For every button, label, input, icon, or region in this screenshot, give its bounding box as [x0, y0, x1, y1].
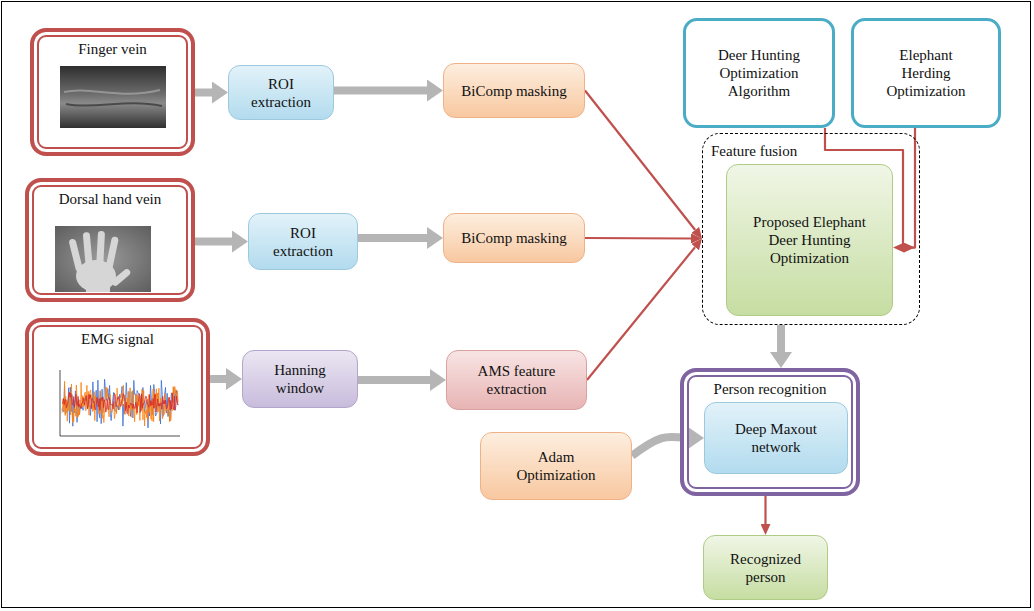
box-label: Deer Hunting Optimization Algorithm — [708, 46, 810, 100]
flow-arrow — [334, 87, 427, 95]
emg-signal-plot — [52, 366, 184, 444]
group-box: Feature fusionProposed Elephant Deer Hun… — [702, 133, 920, 325]
group-heading: Dorsal hand vein — [55, 190, 165, 208]
process-box: AMS feature extraction — [446, 350, 587, 410]
algorithm-box: Elephant Herding Optimization — [851, 18, 1001, 128]
fusion-arrow — [764, 496, 766, 524]
group-heading: Feature fusion — [711, 142, 797, 160]
box-label: ROI extraction — [267, 224, 339, 260]
input-box: EMG signal — [25, 318, 210, 456]
box-label: Hanning window — [261, 361, 339, 397]
fusion-arrow — [904, 128, 915, 248]
process-box: Deep Maxout network — [704, 402, 848, 474]
box-label: Recognized person — [718, 550, 813, 586]
emg-trace — [62, 392, 178, 414]
flow-arrow — [195, 238, 232, 246]
process-box: BiComp masking — [443, 63, 585, 118]
box-label: Elephant Herding Optimization — [876, 46, 976, 100]
output-box: Recognized person — [703, 535, 828, 600]
process-box: BiComp masking — [443, 213, 585, 263]
algorithm-box: Deer Hunting Optimization Algorithm — [683, 18, 835, 128]
process-box: Adam Optimization — [480, 432, 632, 500]
process-box: ROI extraction — [228, 65, 334, 120]
fusion-arrow — [585, 91, 695, 231]
box-label: ROI extraction — [247, 75, 315, 111]
process-box: Proposed Elephant Deer Hunting Optimizat… — [726, 164, 893, 316]
fusion-arrow — [585, 237, 691, 240]
flow-arrow — [358, 234, 427, 242]
flow-arrow — [195, 89, 212, 97]
fusion-arrow — [587, 247, 695, 380]
input-box: Dorsal hand vein — [25, 178, 195, 302]
emg-trace — [62, 379, 178, 428]
group-heading: EMG signal — [43, 330, 193, 348]
process-box: Hanning window — [242, 350, 358, 408]
input-box: Finger vein — [30, 28, 195, 156]
group-heading: Finger vein — [43, 40, 183, 58]
box-label: BiComp masking — [461, 229, 566, 247]
box-label: Adam Optimization — [511, 448, 601, 484]
box-label: BiComp masking — [461, 82, 566, 100]
box-label: Proposed Elephant Deer Hunting Optimizat… — [747, 213, 872, 267]
flow-arrow — [358, 376, 430, 384]
flow-arrow — [210, 375, 226, 383]
group-box: Person recognitionDeep Maxout network — [680, 368, 860, 496]
finger-vein-image — [60, 66, 166, 128]
box-label: AMS feature extraction — [467, 362, 566, 398]
emg-trace — [62, 381, 178, 426]
process-box: ROI extraction — [248, 213, 358, 270]
box-label: Deep Maxout network — [723, 420, 829, 456]
group-heading: Person recognition — [690, 380, 850, 398]
flow-arrow — [777, 325, 785, 352]
dorsal-hand-image — [55, 226, 151, 292]
